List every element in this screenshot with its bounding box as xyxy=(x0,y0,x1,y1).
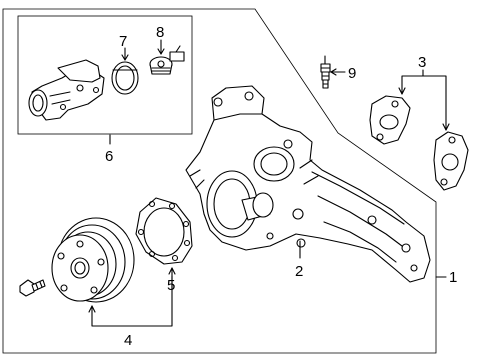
thermostat xyxy=(149,45,185,75)
thermostat-housing xyxy=(28,59,105,121)
callout-7: 7 xyxy=(119,33,127,50)
callout-3: 3 xyxy=(418,54,426,71)
water-pump-gasket xyxy=(135,197,193,265)
gasket-left xyxy=(369,95,411,145)
leader-lines xyxy=(88,39,450,327)
water-pump-assembly xyxy=(185,85,431,283)
callout-6: 6 xyxy=(105,148,113,165)
callout-1: 1 xyxy=(449,269,457,286)
thermostat-seal-ring xyxy=(111,61,139,95)
callout-2: 2 xyxy=(295,263,303,280)
gasket-right xyxy=(433,131,469,191)
coolant-temperature-sensor xyxy=(320,55,331,89)
callout-4: 4 xyxy=(124,332,132,349)
callout-8: 8 xyxy=(156,24,164,41)
water-pump-pulley xyxy=(51,217,135,303)
pulley-bolt xyxy=(19,279,46,297)
assembly-boundary xyxy=(2,8,437,354)
thermostat-subassembly-box xyxy=(17,15,193,135)
callout-5: 5 xyxy=(167,277,175,294)
callout-9: 9 xyxy=(348,65,356,82)
